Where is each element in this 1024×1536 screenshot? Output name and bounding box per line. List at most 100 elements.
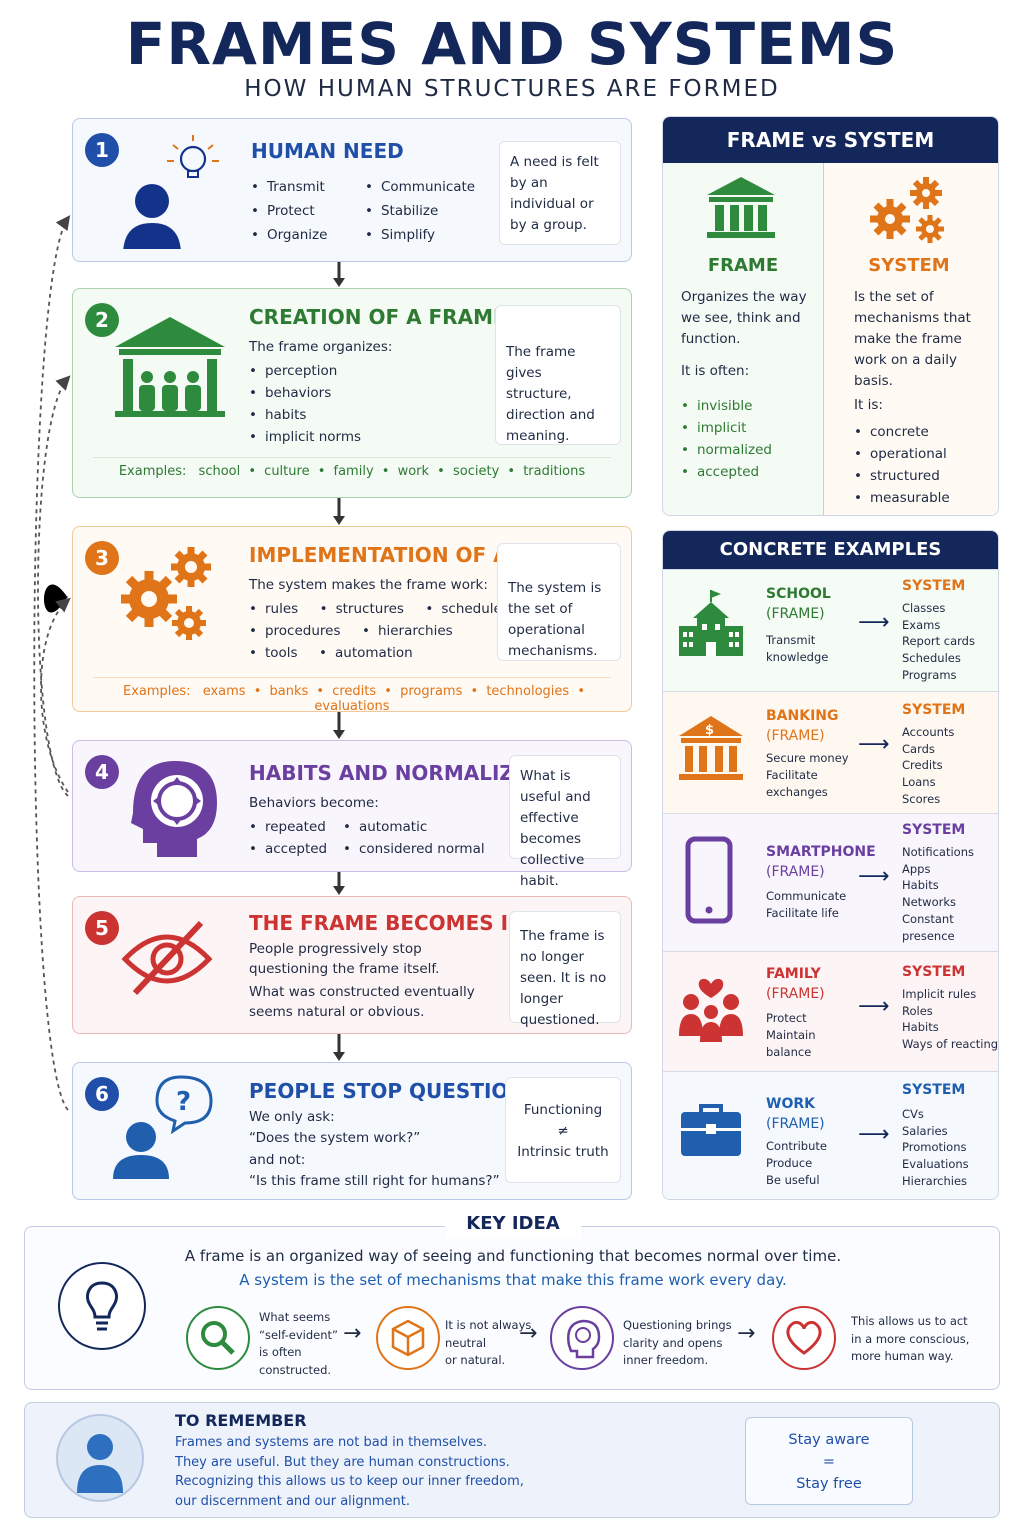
lightbulb-icon xyxy=(58,1262,146,1350)
list-item: rules xyxy=(249,601,298,617)
remember-line: Frames and systems are not bad in themse… xyxy=(175,1435,488,1450)
example-name: SCHOOL xyxy=(766,586,831,602)
system-item: Ways of reacting xyxy=(902,1037,999,1052)
page-title: FRAMES AND SYSTEMS xyxy=(125,10,899,78)
frame-column: FRAME Organizes the way we see, think an… xyxy=(663,163,823,515)
example-desc: Contribute xyxy=(766,1139,827,1153)
stage-creation-frame: 2 CREATION OF A FRAME The frame organize… xyxy=(72,288,632,498)
person-idea-icon xyxy=(123,135,219,249)
example-item: family xyxy=(333,464,374,479)
system-item: Habits xyxy=(902,878,939,893)
example-tag: (FRAME) xyxy=(766,864,825,880)
stage-intro: The frame organizes: xyxy=(249,339,393,355)
step-number: 6 xyxy=(85,1077,119,1111)
key-idea-section: KEY IDEA A frame is an organized way of … xyxy=(24,1213,1000,1390)
down-arrow-icon xyxy=(333,1034,345,1061)
system-item: Exams xyxy=(902,617,941,632)
pillars-icon xyxy=(707,177,775,238)
person-avatar-icon xyxy=(56,1414,144,1502)
arrow-right-icon: → xyxy=(519,1321,538,1346)
arrow-right-icon: ⟶ xyxy=(858,864,890,889)
example-item: banks xyxy=(269,684,309,699)
example-desc: Produce xyxy=(766,1156,813,1170)
system-item: Report cards xyxy=(902,634,975,649)
step-text: “self-evident” xyxy=(259,1327,338,1342)
step-text: clarity and opens xyxy=(623,1335,723,1350)
stage-title: HUMAN NEED xyxy=(251,139,404,163)
stage-title: CREATION OF A FRAME xyxy=(249,305,507,329)
step-number: 3 xyxy=(85,541,119,575)
family-icon xyxy=(679,978,743,1042)
system-item: Programs xyxy=(902,667,957,682)
system-item: presence xyxy=(902,928,955,943)
list-item: structures xyxy=(320,601,404,617)
system-item: Evaluations xyxy=(902,1157,969,1172)
example-desc: balance xyxy=(766,1045,812,1059)
list-item: Simplify xyxy=(365,223,475,247)
down-arrow-icon xyxy=(333,712,345,739)
example-desc: Maintain xyxy=(766,1028,816,1042)
example-name: FAMILY xyxy=(766,966,821,982)
svg-text:$: $ xyxy=(705,723,714,738)
example-work: WORK (FRAME) Contribute Produce Be usefu… xyxy=(663,1071,998,1199)
step-number: 2 xyxy=(85,303,119,337)
stage-text: “Does the system work?” xyxy=(249,1130,421,1146)
frame-title: FRAME xyxy=(707,255,779,276)
arrow-right-icon: ⟶ xyxy=(858,1122,890,1147)
list-item: implicit norms xyxy=(249,426,361,448)
remember-line: They are useful. But they are human cons… xyxy=(175,1454,510,1470)
example-desc: Transmit xyxy=(766,633,816,647)
example-item: credits xyxy=(332,684,377,699)
example-item: work xyxy=(397,464,430,479)
examples-label: Examples: xyxy=(118,464,187,479)
step-text: neutral xyxy=(445,1335,487,1350)
list-item: Transmit xyxy=(251,175,327,199)
key-idea-title: KEY IDEA xyxy=(445,1213,581,1239)
example-desc: Secure money xyxy=(766,751,849,765)
frame-vs-system-panel: FRAME vs SYSTEM FRAME Organizes the way … xyxy=(662,116,999,516)
example-desc: exchanges xyxy=(766,785,828,799)
system-item: Constant xyxy=(902,911,954,926)
example-item: programs xyxy=(400,684,463,699)
system-title: SYSTEM xyxy=(868,255,950,276)
school-icon xyxy=(679,590,743,656)
system-item: Roles xyxy=(902,1003,933,1018)
example-smartphone: SMARTPHONE (FRAME) Communicate Facilitat… xyxy=(663,813,998,951)
page-subtitle: HOW HUMAN STRUCTURES ARE FORMED xyxy=(244,76,780,102)
arrow-right-icon: ⟶ xyxy=(858,732,890,757)
system-item: Accounts xyxy=(902,725,955,739)
step-text: constructed. xyxy=(259,1362,332,1377)
list-item: normalized xyxy=(681,439,772,461)
heart-icon xyxy=(772,1306,836,1370)
example-desc: Communicate xyxy=(766,889,847,903)
list-item: accepted xyxy=(249,838,327,860)
stay-free-box: Stay aware = Stay free xyxy=(745,1417,913,1505)
system-item: Implicit rules xyxy=(902,987,977,1001)
briefcase-icon xyxy=(681,1104,741,1156)
box-icon xyxy=(376,1306,440,1370)
stage-intro: The system makes the frame work: xyxy=(249,577,488,593)
list-item: concrete xyxy=(854,421,950,443)
system-item: Promotions xyxy=(902,1140,967,1155)
system-item: Loans xyxy=(902,775,936,790)
system-item: Notifications xyxy=(902,845,974,859)
step-number: 4 xyxy=(85,755,119,789)
example-item: culture xyxy=(264,464,310,479)
key-idea-line1: A frame is an organized way of seeing an… xyxy=(184,1247,842,1265)
brain-head-icon xyxy=(550,1306,614,1370)
stage-side-note: What is useful and effective becomes col… xyxy=(509,755,621,889)
system-item: Cards xyxy=(902,741,935,756)
system-item: Hierarchies xyxy=(902,1173,968,1188)
system-item: Salaries xyxy=(902,1123,948,1138)
stage-habits-normalization: 4 HABITS AND NORMALIZATION Behaviors bec… xyxy=(72,740,632,889)
system-item: Classes xyxy=(902,601,946,615)
step-text: is often xyxy=(259,1345,302,1359)
system-label: SYSTEM xyxy=(902,1082,966,1098)
example-tag: (FRAME) xyxy=(766,986,825,1002)
example-item: exams xyxy=(202,684,246,699)
step-text: in a more conscious, xyxy=(851,1331,970,1346)
stage-side-note: The system is the set of operational mec… xyxy=(497,543,621,661)
example-family: FAMILY (FRAME) Protect Maintain balance … xyxy=(663,951,999,1071)
stage-text: and not: xyxy=(249,1152,306,1168)
motto-line: Stay free xyxy=(796,1476,862,1492)
